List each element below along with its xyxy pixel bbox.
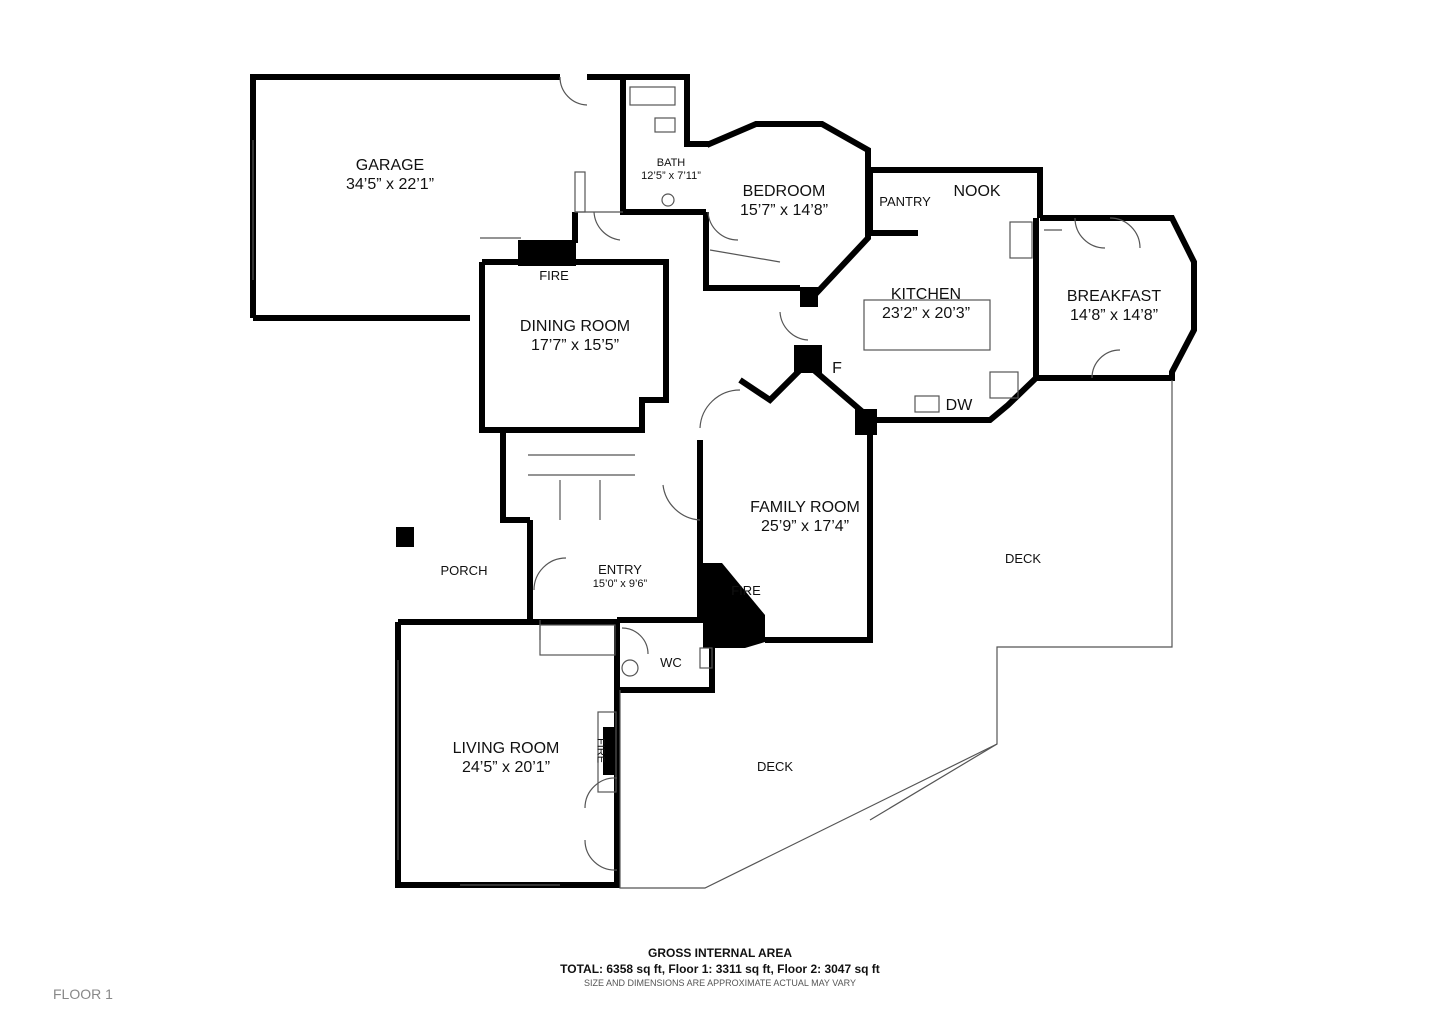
room-bath-name: BATH bbox=[656, 157, 686, 169]
floor-label: FLOOR 1 bbox=[53, 986, 113, 1002]
footer: GROSS INTERNAL AREA TOTAL: 6358 sq ft, F… bbox=[0, 946, 1440, 988]
footer-note: SIZE AND DIMENSIONS ARE APPROXIMATE ACTU… bbox=[584, 978, 856, 988]
fire-label-living: FIRE bbox=[594, 738, 607, 764]
room-living: LIVING ROOM 24’5” x 20’1” bbox=[436, 739, 576, 777]
room-kitchen-name: KITCHEN bbox=[890, 286, 962, 303]
room-dining: DINING ROOM 17’7” x 15’5” bbox=[505, 317, 645, 355]
room-deck-south-name: DECK bbox=[756, 759, 794, 774]
room-deck-east: DECK bbox=[992, 551, 1054, 567]
room-deck-east-name: DECK bbox=[1004, 551, 1042, 566]
fire-label-dining: FIRE bbox=[539, 268, 569, 283]
room-bedroom-name: BEDROOM bbox=[742, 183, 826, 200]
room-nook-name: NOOK bbox=[953, 183, 1001, 200]
room-dining-dim: 17’7” x 15’5” bbox=[530, 337, 620, 355]
dishwasher-label: DW bbox=[945, 397, 973, 414]
room-family: FAMILY ROOM 25’9” x 17’4” bbox=[735, 498, 875, 536]
room-entry: ENTRY 15’0” x 9’6” bbox=[578, 562, 662, 591]
room-pantry: PANTRY bbox=[876, 194, 934, 210]
bath-walls bbox=[620, 74, 710, 215]
room-bedroom: BEDROOM 15’7” x 14’8” bbox=[724, 182, 844, 220]
porch-post bbox=[396, 527, 414, 547]
garage-walls bbox=[250, 74, 637, 321]
room-family-dim: 25’9” x 17’4” bbox=[760, 518, 850, 536]
room-porch: PORCH bbox=[430, 563, 498, 579]
entry-walls bbox=[500, 430, 703, 623]
room-wc-name: WC bbox=[660, 655, 682, 670]
room-living-dim: 24’5” x 20’1” bbox=[461, 759, 551, 777]
room-family-name: FAMILY ROOM bbox=[750, 499, 860, 516]
deck-east-outline bbox=[869, 380, 1173, 821]
fire-label-family: FIRE bbox=[731, 583, 761, 598]
dining-walls bbox=[479, 212, 669, 433]
room-breakfast: BREAKFAST 14’8” x 14’8” bbox=[1052, 287, 1176, 325]
footer-title: GROSS INTERNAL AREA bbox=[647, 946, 792, 960]
room-garage-name: GARAGE bbox=[355, 157, 425, 174]
room-deck-south: DECK bbox=[744, 759, 806, 775]
room-breakfast-name: BREAKFAST bbox=[1066, 288, 1162, 305]
room-kitchen: KITCHEN 23’2” x 20’3” bbox=[866, 285, 986, 323]
fireplace-family bbox=[703, 563, 765, 648]
room-nook: NOOK bbox=[944, 182, 1010, 201]
room-dining-name: DINING ROOM bbox=[519, 318, 631, 335]
kitchen-walls bbox=[794, 167, 1043, 435]
family-room-walls bbox=[697, 367, 873, 643]
deck-south-outline bbox=[619, 690, 998, 889]
breakfast-walls bbox=[1036, 215, 1197, 381]
footer-totals: TOTAL: 6358 sq ft, Floor 1: 3311 sq ft, … bbox=[560, 962, 880, 976]
room-garage: GARAGE 34’5” x 22’1” bbox=[330, 156, 450, 194]
room-pantry-name: PANTRY bbox=[879, 194, 931, 209]
room-bath: BATH 12’5” x 7’11” bbox=[628, 157, 714, 183]
room-bath-dim: 12’5” x 7’11” bbox=[641, 170, 701, 183]
room-bedroom-dim: 15’7” x 14’8” bbox=[739, 202, 829, 220]
bedroom-walls bbox=[703, 121, 871, 303]
room-wc: WC bbox=[654, 655, 688, 671]
fridge-label: F bbox=[832, 360, 842, 377]
room-living-name: LIVING ROOM bbox=[452, 740, 560, 757]
room-porch-name: PORCH bbox=[440, 563, 488, 578]
room-breakfast-dim: 14’8” x 14’8” bbox=[1069, 307, 1159, 325]
room-entry-name: ENTRY bbox=[598, 562, 642, 577]
room-kitchen-dim: 23’2” x 20’3” bbox=[881, 305, 971, 323]
room-entry-dim: 15’0” x 9’6” bbox=[592, 577, 648, 590]
room-garage-dim: 34’5” x 22’1” bbox=[345, 176, 435, 194]
